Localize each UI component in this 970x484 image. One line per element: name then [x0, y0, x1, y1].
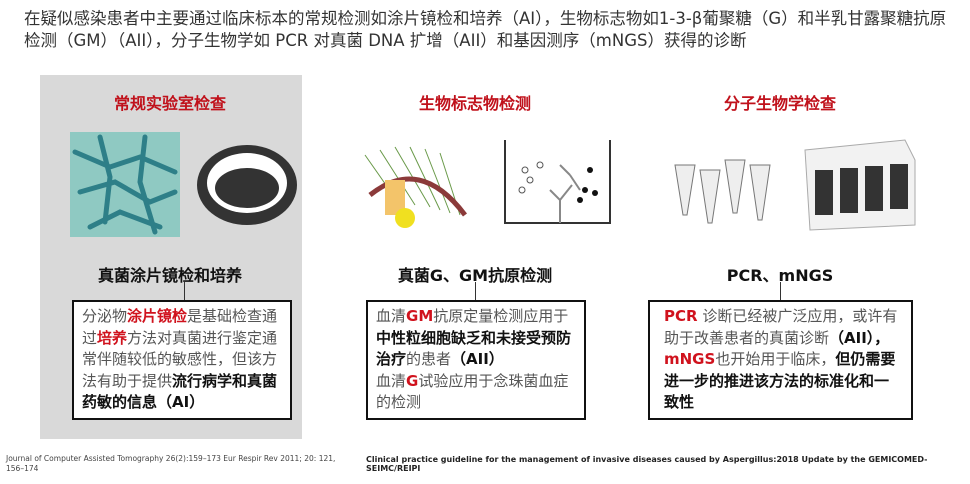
box-text-segment: 分泌物: [82, 307, 128, 325]
box-text-segment: 但仍需要进一步的推进该方法的标准化和一致性: [664, 350, 896, 411]
box-text-segment: mNGS: [664, 350, 716, 368]
reference-right: Clinical practice guideline for the mana…: [366, 455, 928, 473]
column-subtitle-molecular: PCR、mNGS: [726, 266, 834, 285]
box-text-segment: 中性粒细胞缺乏和未接受预防治疗: [376, 328, 572, 369]
connector-line: [780, 282, 781, 304]
reference-left: Journal of Computer Assisted Tomography …: [6, 454, 336, 473]
column-subtitle-lab: 真菌涂片镜检和培养: [97, 266, 242, 285]
connector-line: [184, 282, 185, 304]
column-subtitle-biomarker: 真菌G、GM抗原检测: [397, 266, 553, 285]
pcr-tubes-image: [674, 159, 771, 224]
box-text-segment: 培养: [97, 328, 128, 347]
box-text-segment: G: [406, 371, 419, 390]
box-text-segment: 是基础检查通过: [82, 307, 278, 347]
box-text-segment: 涂片镜检: [127, 307, 188, 325]
connector-line: [475, 282, 476, 304]
column-title-biomarker: 生物标志物检测: [418, 94, 531, 113]
molecular-description-box: PCR 诊断已经被广泛应用，或许有助于改善患者的真菌诊断（AII）， mNGS也开…: [648, 300, 913, 420]
box-text-segment: 血清: [376, 307, 407, 325]
box-text-segment: 的患者: [406, 350, 452, 368]
box-text-segment: （AII），: [829, 328, 890, 347]
column-title-lab: 常规实验室检查: [113, 94, 226, 113]
box-text-segment: 抗原定量检测应用于: [433, 307, 569, 325]
box-text-segment: PCR: [664, 307, 698, 325]
box-text-segment: 流行病学和真菌药敏的信息（AI）: [82, 371, 278, 412]
intro-text: 在疑似感染患者中主要通过临床标本的常规检测如涂片镜检和培养（AI），生物标志物如…: [24, 9, 947, 50]
sequencer-image: [804, 139, 916, 231]
cell-wall-image: [364, 146, 467, 228]
box-text-segment: （AII）: [451, 350, 504, 368]
box-text-segment: 也开始用于临床，: [715, 350, 836, 368]
column-title-molecular: 分子生物学检查: [723, 94, 836, 113]
box-text-segment: 试验应用于念珠菌血症的检测: [376, 371, 569, 412]
elisa-well-image: [504, 140, 611, 224]
lab-description-box: 分泌物涂片镜检是基础检查通过培养方法对真菌进行鉴定通常伴随较低的敏感性，但该方法…: [72, 300, 292, 420]
box-text-segment: GM: [406, 307, 434, 325]
box-text-segment: 方法对真菌进行鉴定通常伴随较低的敏感性，但该方法有助于提供: [82, 328, 278, 390]
petri-dish-icon: [197, 145, 297, 225]
box-text-segment: 诊断已经被广泛应用，或许有助于改善患者的真菌诊断: [664, 307, 898, 347]
box-text-segment: 血清: [376, 371, 407, 390]
microscopy-image: [70, 132, 180, 237]
biomarker-description-box: 血清GM抗原定量检测应用于中性粒细胞缺乏和未接受预防治疗的患者（AII）血清G试…: [366, 300, 586, 420]
